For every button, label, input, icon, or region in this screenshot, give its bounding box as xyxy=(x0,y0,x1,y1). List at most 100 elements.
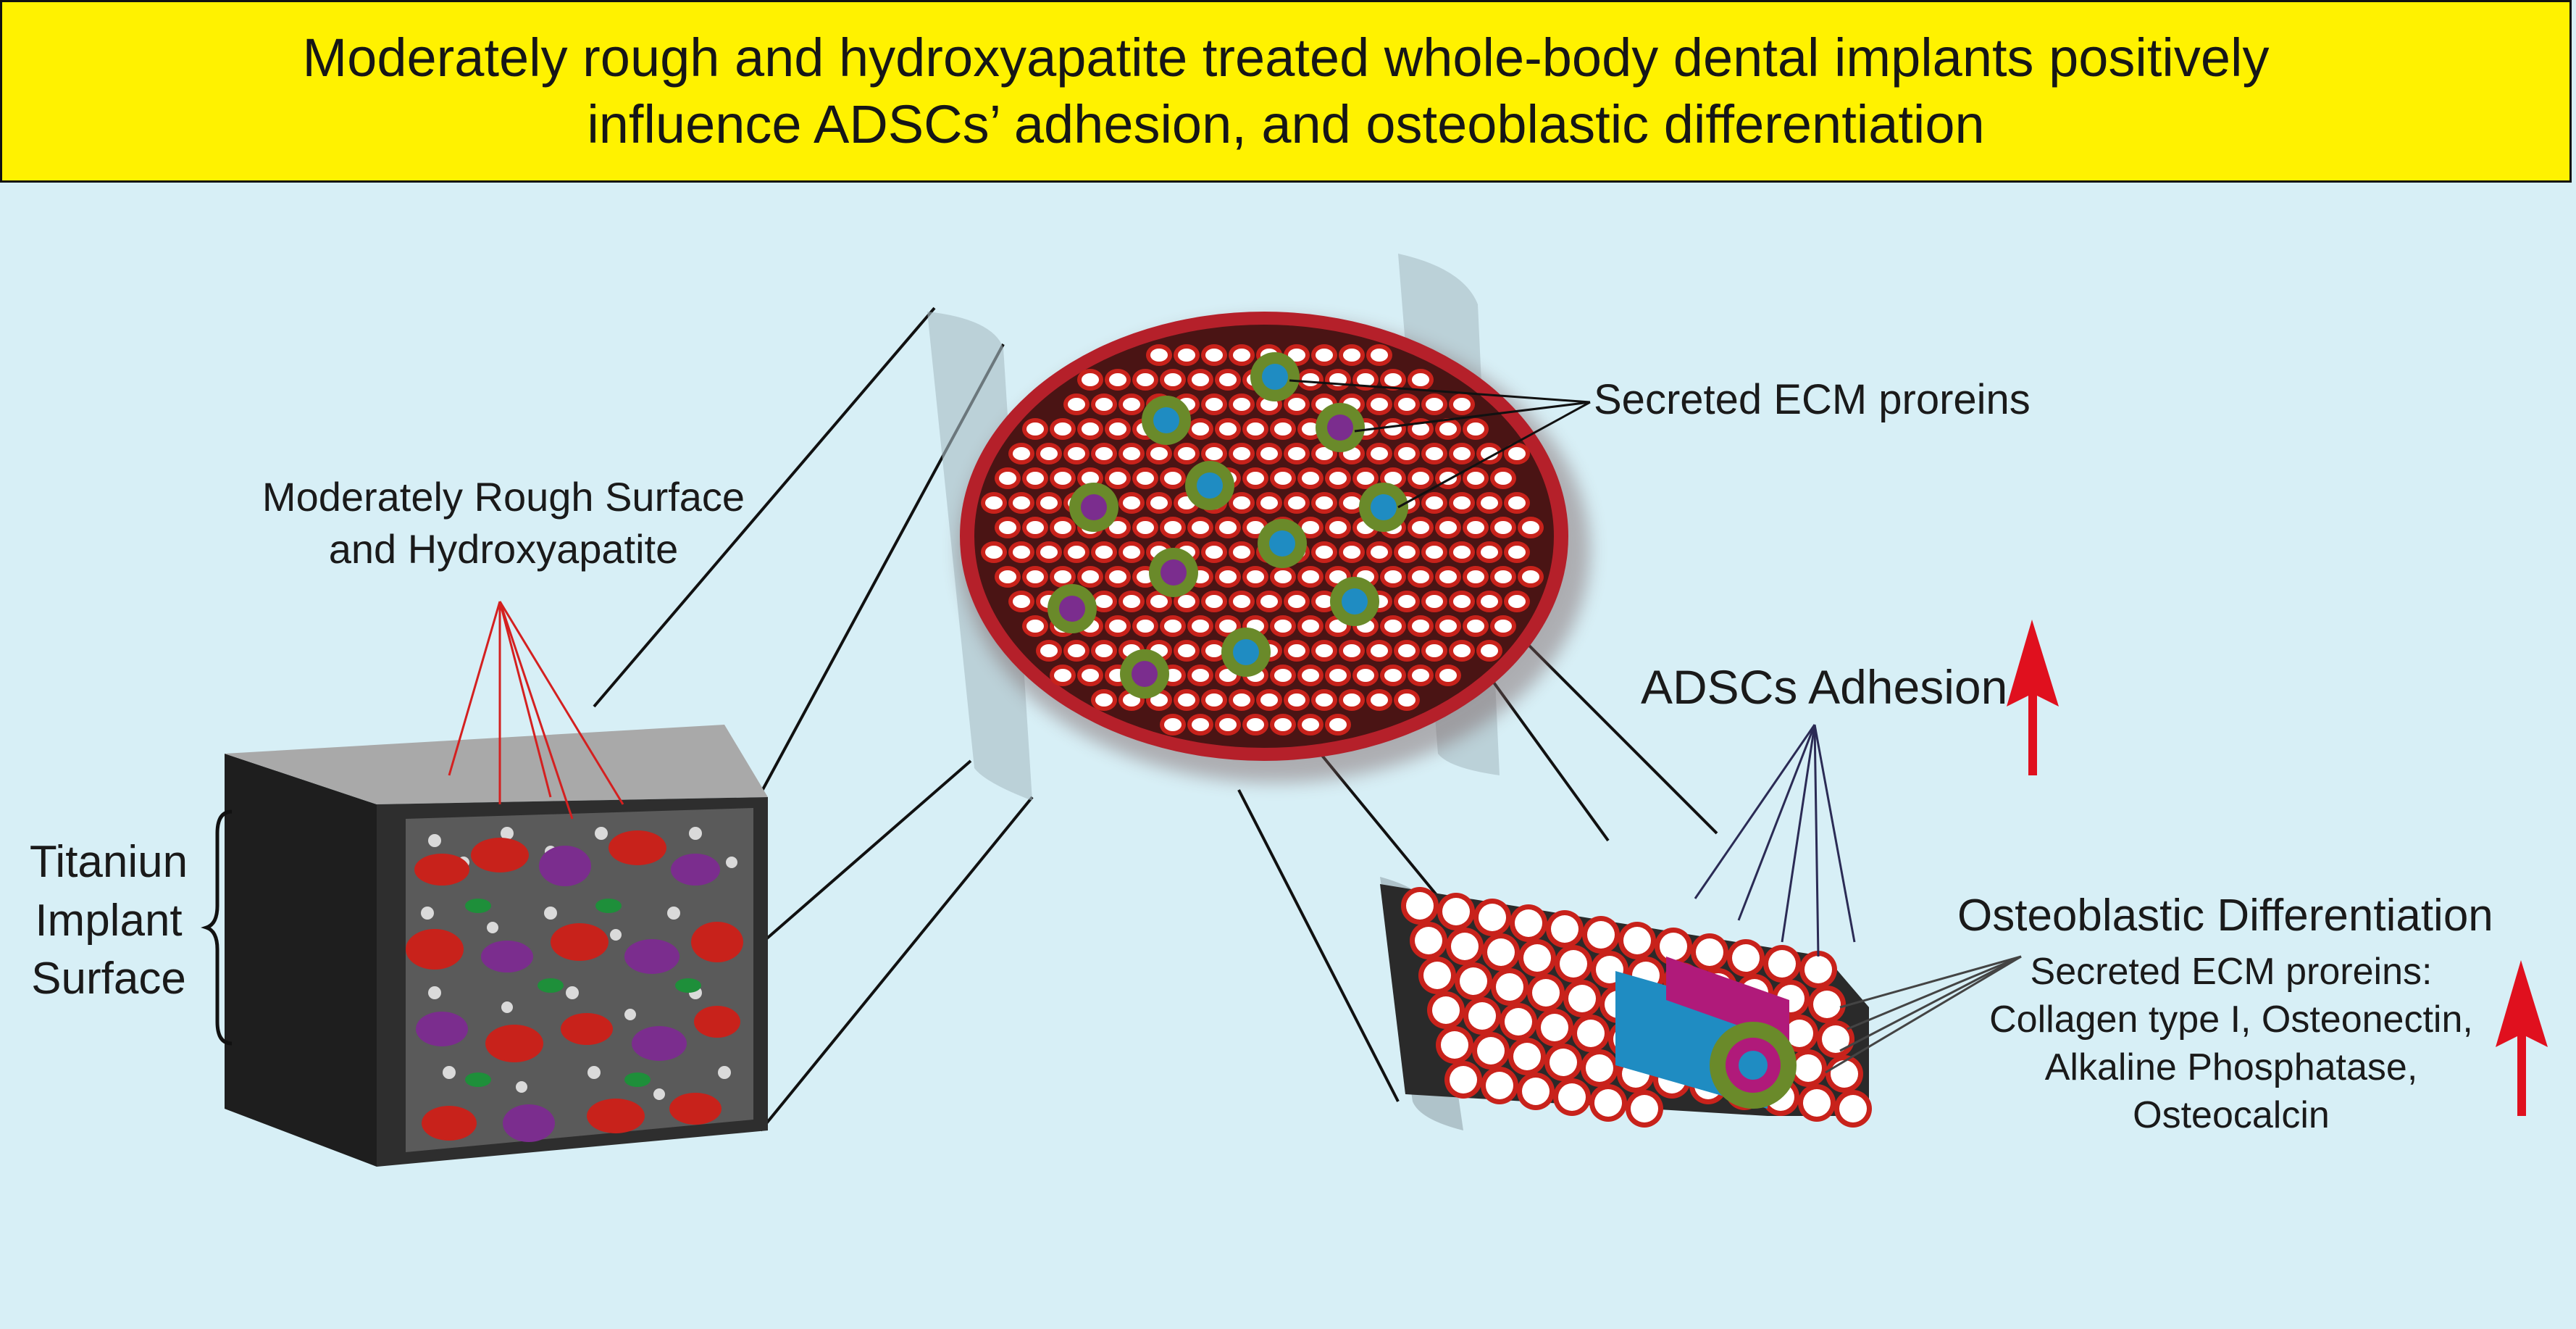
cell-body xyxy=(1371,546,1388,559)
bundle-cell-core xyxy=(1486,1072,1513,1099)
cell-body xyxy=(1150,693,1168,707)
cell-body xyxy=(1026,472,1044,485)
bundle-cell-core xyxy=(1560,950,1587,978)
cell-body xyxy=(1384,570,1402,583)
cell-body xyxy=(1233,398,1250,411)
cell-body xyxy=(1467,570,1484,583)
differentiation-label: Osteoblastic Differentiation xyxy=(1957,891,2493,941)
ecm-list-line-3: Alkaline Phosphatase, xyxy=(2044,1046,2418,1089)
cell-body xyxy=(1205,398,1223,411)
cell-body xyxy=(1260,496,1278,509)
cell-body xyxy=(1082,472,1099,485)
bundle-cell-core xyxy=(1415,927,1442,954)
cell-body xyxy=(1247,718,1264,731)
bundle-cell-core xyxy=(1822,1025,1849,1053)
cell-body xyxy=(1288,447,1305,460)
cell-body xyxy=(1357,669,1374,682)
cell-body xyxy=(1219,570,1237,583)
cell-body xyxy=(1233,693,1250,707)
cell-body xyxy=(1192,422,1209,436)
cell-body xyxy=(1371,693,1388,707)
cell-body xyxy=(1205,644,1223,657)
cell-body xyxy=(1150,595,1168,608)
title-banner: Moderately rough and hydroxyapatite trea… xyxy=(0,0,2572,183)
cell-body xyxy=(1109,570,1126,583)
cell-body xyxy=(1013,447,1030,460)
cell-body xyxy=(1178,595,1195,608)
cell-body xyxy=(1343,546,1360,559)
adhesion-up-arrow-icon xyxy=(2007,620,2059,775)
cell-body xyxy=(1302,373,1319,386)
bundle-cell-core xyxy=(1586,1054,1613,1082)
cell-body xyxy=(1426,644,1443,657)
differentiation-pointer-lines xyxy=(1825,955,2022,1074)
cell-body xyxy=(1481,496,1498,509)
cell-bundle xyxy=(1380,884,1872,1128)
cell-body xyxy=(1233,349,1250,362)
differentiation-up-arrow-icon xyxy=(2496,960,2548,1116)
bundle-cell-core xyxy=(1451,933,1479,960)
bundle-cell-core xyxy=(1587,921,1615,949)
bundle-cell-core xyxy=(1442,898,1470,925)
cell-body xyxy=(1302,669,1319,682)
bundle-cell-core xyxy=(1523,944,1551,972)
cell-body xyxy=(1467,521,1484,534)
bundle-cell-core xyxy=(1577,1020,1605,1047)
cell-body xyxy=(1398,693,1415,707)
cell-body xyxy=(1426,595,1443,608)
cell-body xyxy=(1453,447,1471,460)
surface-pointer-lines xyxy=(448,601,624,820)
surface-label-line-2: and Hydroxyapatite xyxy=(328,525,679,572)
cell-body xyxy=(1260,595,1278,608)
cell-body xyxy=(1082,373,1099,386)
cell-body xyxy=(1384,422,1402,436)
cell-body xyxy=(1109,620,1126,633)
title-line-1: Moderately rough and hydroxyapatite trea… xyxy=(302,27,2270,88)
cell-body xyxy=(1398,644,1415,657)
cell-body xyxy=(1095,546,1113,559)
adhesion-pointer-lines xyxy=(1694,724,1856,957)
bundle-cell-core xyxy=(1513,1043,1541,1070)
cell-body xyxy=(1371,398,1388,411)
bundle-cell-core xyxy=(1522,1078,1550,1105)
cell-body xyxy=(1494,472,1512,485)
cell-body xyxy=(1316,693,1333,707)
titanium-label-line-1: Titaniun xyxy=(29,837,188,887)
cell-body xyxy=(1274,570,1292,583)
bundle-cell-core xyxy=(1831,1060,1858,1088)
bundle-cell-core xyxy=(1505,1008,1532,1036)
cell-body xyxy=(1247,422,1264,436)
bundle-cell-core xyxy=(1786,1020,1813,1047)
cell-body xyxy=(1329,718,1347,731)
cell-body xyxy=(1219,373,1237,386)
cell-body xyxy=(1481,644,1498,657)
cell-body xyxy=(1316,349,1333,362)
bundle-cell-core xyxy=(1594,1089,1622,1117)
cell-body xyxy=(1068,447,1085,460)
cell-body xyxy=(1412,373,1429,386)
cell-body xyxy=(1205,693,1223,707)
cell-body xyxy=(1247,472,1264,485)
cell-body xyxy=(1040,644,1058,657)
cell-body xyxy=(1343,644,1360,657)
secreted-ecm-spirals xyxy=(1047,352,1408,699)
cell-body xyxy=(1384,472,1402,485)
cell-body xyxy=(1123,595,1140,608)
ecm-list-label: Secreted ECM proreins: Collagen type I, … xyxy=(1956,948,2506,1139)
bundle-cell-core xyxy=(1479,904,1506,931)
cell-body xyxy=(1026,521,1044,534)
bundle-cell-core xyxy=(1477,1037,1505,1065)
surface-label: Moderately Rough Surface and Hydroxyapat… xyxy=(221,471,786,575)
cell-body xyxy=(1260,447,1278,460)
cell-body xyxy=(1288,693,1305,707)
titanium-block xyxy=(225,725,768,1167)
ecm-list-line-1: Secreted ECM proreins: xyxy=(2030,951,2433,993)
cell-body xyxy=(1192,718,1209,731)
cell-body xyxy=(1329,472,1347,485)
bundle-cell-core xyxy=(1631,1095,1658,1122)
title-line-2: influence ADSCs’ adhesion, and osteoblas… xyxy=(587,94,1985,154)
cell-body xyxy=(1040,447,1058,460)
cell-body xyxy=(1494,620,1512,633)
cell-body xyxy=(1123,496,1140,509)
